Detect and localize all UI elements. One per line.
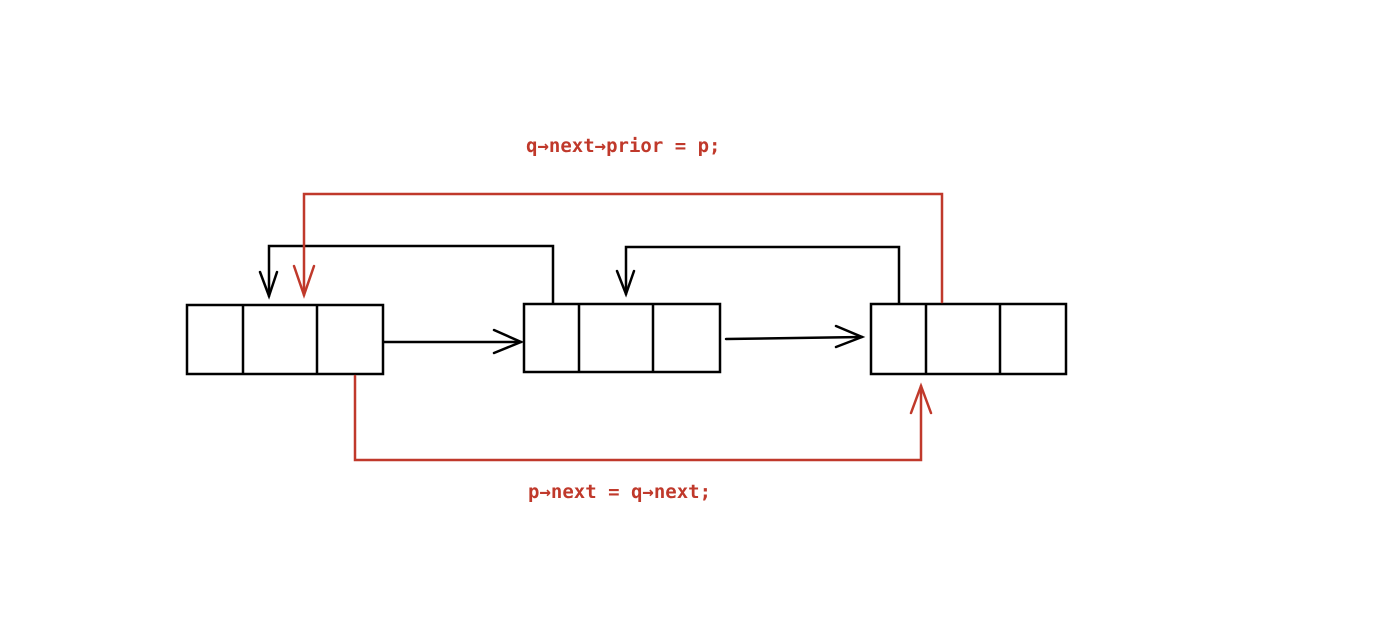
node-q-box bbox=[522, 302, 722, 374]
arrow-q-next-prior-to-q bbox=[615, 245, 901, 305]
annotation-next-assignment: p→next = q→next; bbox=[528, 481, 712, 503]
node-q bbox=[522, 302, 722, 374]
node-p-box bbox=[185, 303, 385, 376]
node-p bbox=[185, 303, 385, 376]
arrow-p-next-to-q bbox=[382, 328, 525, 355]
node-q-next-box bbox=[869, 302, 1068, 376]
arrow-q-prior-to-p bbox=[258, 244, 555, 305]
node-q-next bbox=[869, 302, 1068, 376]
arrow-q-next-to-q-next bbox=[724, 324, 866, 349]
annotation-prior-assignment: q→next→prior = p; bbox=[526, 135, 721, 157]
arrow-red-p-next-to-q-next bbox=[353, 374, 933, 462]
arrow-red-q-next-prior-to-p bbox=[292, 192, 944, 304]
